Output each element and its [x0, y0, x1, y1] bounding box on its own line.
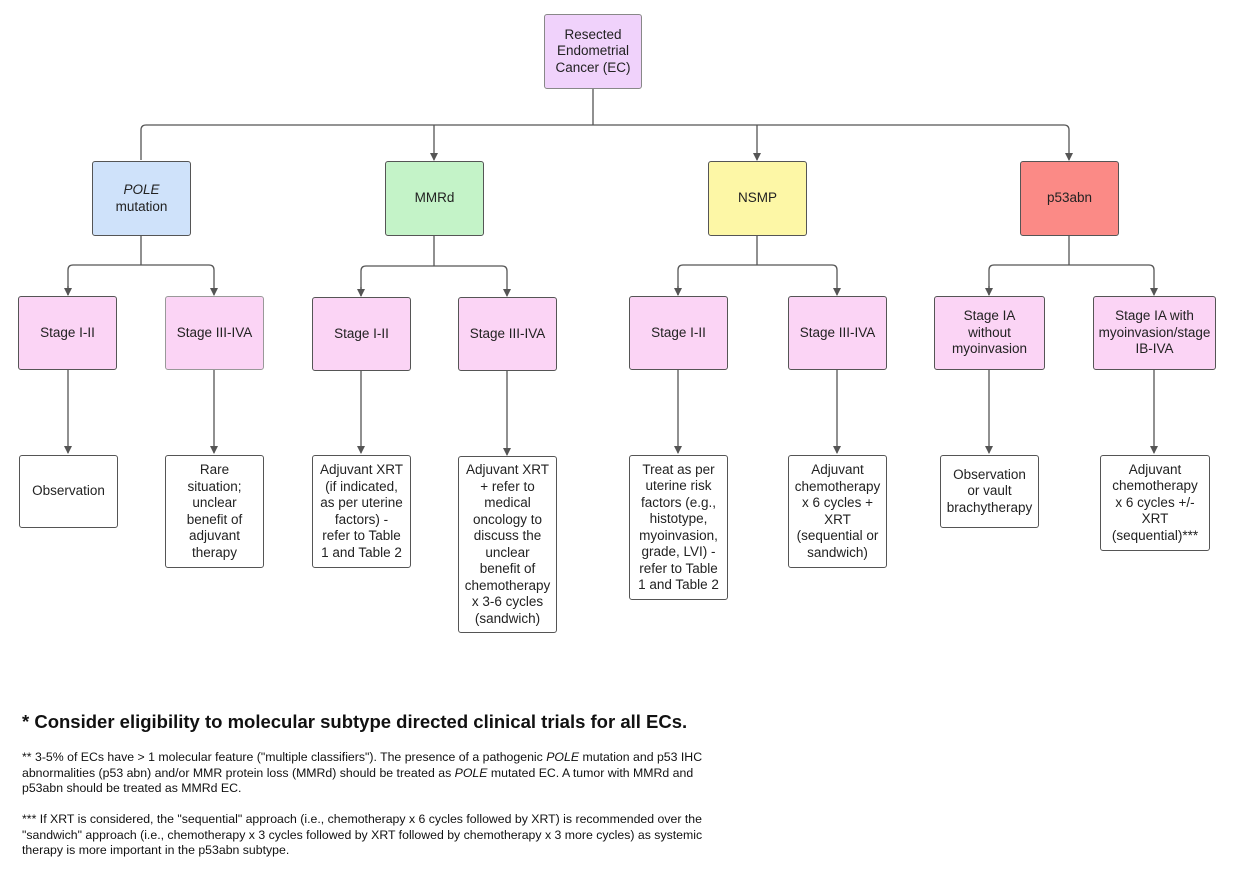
footnote-two-part: ** 3-5% of ECs have > 1 molecular featur… — [22, 750, 547, 764]
rec-line: unclear — [485, 544, 530, 560]
mmrd-node: MMRd — [385, 161, 484, 236]
root-node: Resected Endometrial Cancer (EC) — [544, 14, 642, 89]
rec-line: brachytherapy — [946, 499, 1033, 515]
nsmp-early-recommendation: Treat as per uterine risk factors (e.g.,… — [629, 455, 728, 600]
pole-stage-late-node: Stage III-IVA — [165, 296, 264, 370]
mmrd-label: MMRd — [414, 190, 455, 206]
p53abn-label: p53abn — [1046, 190, 1093, 206]
nsmp-late-recommendation: Adjuvant chemotherapy x 6 cycles + XRT (… — [788, 455, 887, 568]
rec-line: oncology to — [472, 511, 543, 527]
p53-stage-early-line-1: Stage IA — [963, 308, 1016, 324]
pole-early-recommendation: Observation — [19, 455, 118, 528]
rec-line: 1 and Table 2 — [321, 544, 402, 560]
rec-line: Adjuvant — [1128, 461, 1182, 477]
rec-line: Observation — [32, 483, 105, 499]
footnote-two-part: mutated EC. A tumor with MMRd and p53abn… — [22, 765, 694, 796]
nsmp-stage-early-node: Stage I-II — [629, 296, 728, 370]
p53-early-recommendation: Observation or vault brachytherapy — [940, 455, 1039, 528]
rec-line: x 3-6 cycles — [471, 594, 544, 609]
mmrd-stage-late-node: Stage III-IVA — [458, 297, 557, 371]
rec-line: Adjuvant — [811, 462, 864, 477]
pole-stage-early-node: Stage I-II — [18, 296, 117, 370]
rec-line: refer to Table — [322, 528, 401, 543]
rec-line: Adjuvant XRT — [465, 462, 550, 477]
rec-line: (sequential)*** — [1111, 527, 1199, 543]
p53-stage-late-line-3: IB-IVA — [1135, 341, 1174, 357]
mmrd-stage-early-node: Stage I-II — [312, 297, 411, 371]
rec-line: + refer to — [480, 478, 535, 494]
rec-line: factors) - — [334, 511, 389, 527]
rec-line: benefit of — [186, 511, 243, 527]
rec-line: x 6 cycles +/- — [1115, 494, 1195, 510]
rec-line: Observation — [953, 466, 1026, 482]
rec-line: Rare — [199, 462, 230, 477]
rec-line: sandwich) — [807, 544, 868, 560]
rec-line: XRT — [824, 511, 851, 527]
nsmp-stage-late-node: Stage III-IVA — [788, 296, 887, 370]
p53-late-recommendation: Adjuvant chemotherapy x 6 cycles +/- XRT… — [1100, 455, 1210, 551]
rec-line: XRT — [1141, 511, 1169, 527]
rec-line: discuss the — [473, 528, 542, 543]
nsmp-stage-late-label: Stage III-IVA — [799, 324, 876, 340]
rec-line: factors (e.g., — [640, 494, 716, 510]
footnote-multiple-classifiers: ** 3-5% of ECs have > 1 molecular featur… — [22, 750, 722, 797]
p53-stage-late-line-2: myoinvasion/stage — [1098, 324, 1211, 340]
root-line-3: Cancer (EC) — [555, 59, 631, 75]
p53abn-node: p53abn — [1020, 161, 1119, 236]
root-line-2: Endometrial — [556, 43, 630, 59]
rec-line: chemotherapy — [1112, 478, 1198, 494]
footnote-sequential-approach: *** If XRT is considered, the "sequentia… — [22, 812, 703, 857]
pole-mutation-node: POLE mutation — [92, 161, 191, 236]
rec-line: adjuvant — [188, 528, 241, 543]
rec-line: benefit of — [479, 561, 536, 576]
mmrd-late-recommendation: Adjuvant XRT + refer to medical oncology… — [458, 456, 557, 633]
pole-label-rest: mutation — [115, 198, 168, 214]
rec-line: myoinvasion, — [639, 527, 718, 543]
rec-line: (if indicated, — [325, 478, 398, 494]
nsmp-stage-early-label: Stage I-II — [651, 324, 706, 340]
root-line-1: Resected — [564, 26, 622, 42]
p53-stage-late-node: Stage IA with myoinvasion/stage IB-IVA — [1093, 296, 1216, 370]
footnote-two-italic: POLE — [546, 750, 580, 764]
rec-line: 1 and Table 2 — [638, 577, 719, 592]
pole-label-italic: POLE — [123, 182, 160, 197]
rec-line: grade, LVI) - — [641, 544, 716, 559]
pole-stage-early-label: Stage I-II — [40, 324, 95, 340]
rec-line: medical — [484, 495, 531, 510]
p53-stage-early-node: Stage IA without myoinvasion — [934, 296, 1045, 370]
rec-line: chemotherapy — [794, 478, 881, 494]
rec-line: refer to Table — [639, 560, 718, 576]
footnote-clinical-trials: * Consider eligibility to molecular subt… — [22, 711, 688, 732]
rec-line: (sandwich) — [474, 610, 541, 626]
p53-stage-late-line-1: Stage IA with — [1115, 308, 1194, 324]
rec-line: therapy — [191, 544, 237, 560]
pole-late-recommendation: Rare situation; unclear benefit of adjuv… — [165, 455, 264, 568]
p53-stage-early-line-3: myoinvasion — [951, 341, 1028, 357]
rec-line: Adjuvant XRT — [319, 462, 404, 477]
p53-stage-early-line-2: without — [968, 324, 1011, 340]
rec-line: unclear — [192, 495, 237, 510]
rec-line: (sequential or — [796, 528, 879, 543]
rec-line: chemotherapy — [464, 577, 551, 593]
nsmp-node: NSMP — [708, 161, 807, 236]
footnote-two-italic: POLE — [454, 765, 488, 780]
mmrd-stage-late-label: Stage III-IVA — [469, 325, 546, 341]
rec-line: Treat as per — [642, 461, 715, 477]
pole-stage-late-label: Stage III-IVA — [176, 324, 253, 340]
rec-line: or vault — [967, 483, 1012, 499]
rec-line: x 6 cycles + — [802, 495, 873, 510]
rec-line: histotype, — [649, 511, 708, 526]
rec-line: uterine risk — [645, 478, 712, 493]
nsmp-label: NSMP — [737, 190, 777, 206]
rec-line: as per uterine — [320, 495, 403, 510]
rec-line: situation; — [187, 478, 242, 494]
footnote-two-part: mutation and p53 IHC abnormalities (p53 … — [22, 750, 703, 780]
mmrd-stage-early-label: Stage I-II — [334, 325, 389, 341]
mmrd-early-recommendation: Adjuvant XRT (if indicated, as per uteri… — [312, 455, 411, 568]
